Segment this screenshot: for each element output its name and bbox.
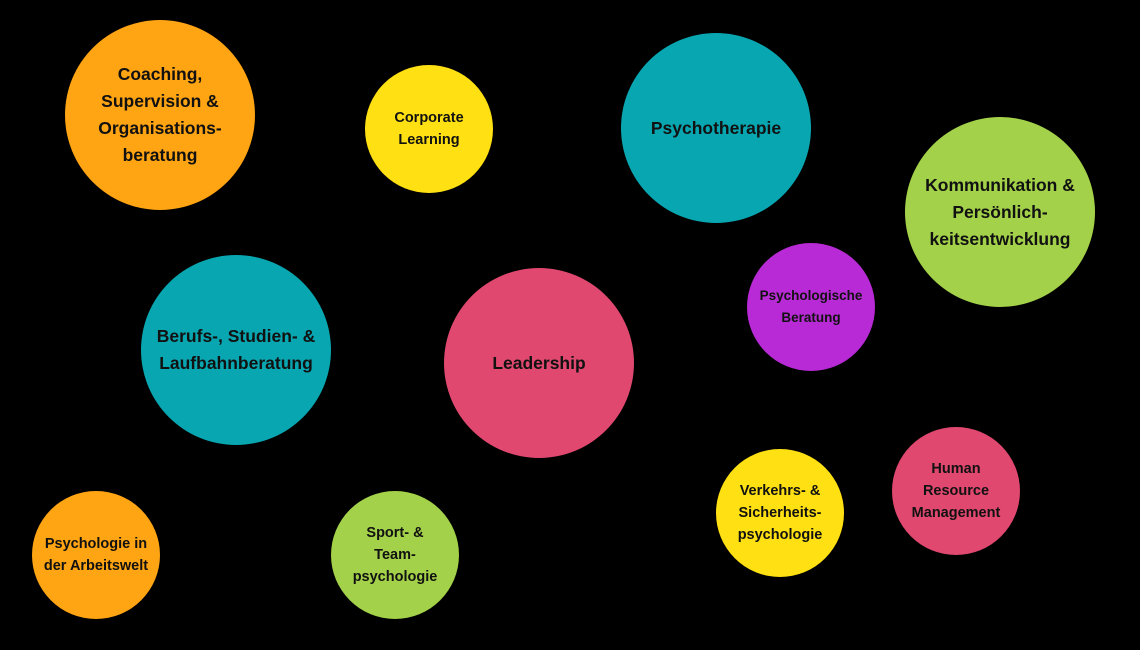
bubble-label-line: Beratung [781,310,841,325]
bubble-label-line: Berufs-, Studien- & [156,326,316,346]
bubble-label-line: Team- [374,547,416,563]
bubble-label-line: Verkehrs- & [739,483,821,499]
bubble-label-line: Human [931,461,981,477]
bubble-leadership: Leadership [444,268,634,458]
bubble-label-line: Management [911,505,1001,521]
bubble-label-line: psychologie [352,569,438,585]
bubble-psychotherapie: Psychotherapie [621,33,811,223]
bubble-sport-teampsychologie: Sport- & Team-psychologie [331,491,459,619]
bubble-label-line: psychologie [737,527,823,543]
bubble-label-line: Psychotherapie [650,117,782,138]
bubble-label-line: Sport- & [366,525,424,541]
bubble-verkehrs-sicherheitspsychologie: Verkehrs- & Sicherheits-psychologie [716,449,844,577]
bubble-label-line: Leadership [492,352,586,373]
bubble-label-line: Resource [922,483,990,499]
bubble-label-line: Laufbahnberatung [159,353,313,373]
bubble-label-line: Learning [398,132,460,148]
bubble-label-line: Corporate [394,110,464,126]
bubble-label-line: Psychologie in [44,536,148,552]
bubble-label-line: Psychologische [759,288,863,303]
bubble-label-line: keitsentwicklung [929,228,1071,249]
bubble-label-line: Persönlich- [952,201,1048,222]
bubble-label-line: Supervision & [101,91,219,111]
bubble-berufs-studien-laufbahnberatung: Berufs-, Studien- & Laufbahnberatung [141,255,331,445]
bubble-psychologie-arbeitswelt: Psychologie in der Arbeitswelt [32,491,160,619]
bubble-label-line: Sicherheits- [738,505,822,521]
bubble-coaching: Coaching, Supervision & Organisations-bera… [65,20,255,210]
bubble-label-line: der Arbeitswelt [43,558,149,574]
bubble-label-line: Organisations- [98,118,222,138]
bubble-kommunikation: Kommunikation & Persönlich-keitsentwicklu… [905,117,1095,307]
bubble-label-line: Coaching, [117,64,203,84]
bubble-label-line: beratung [122,145,198,165]
bubble-label-line: Kommunikation & [925,174,1075,195]
